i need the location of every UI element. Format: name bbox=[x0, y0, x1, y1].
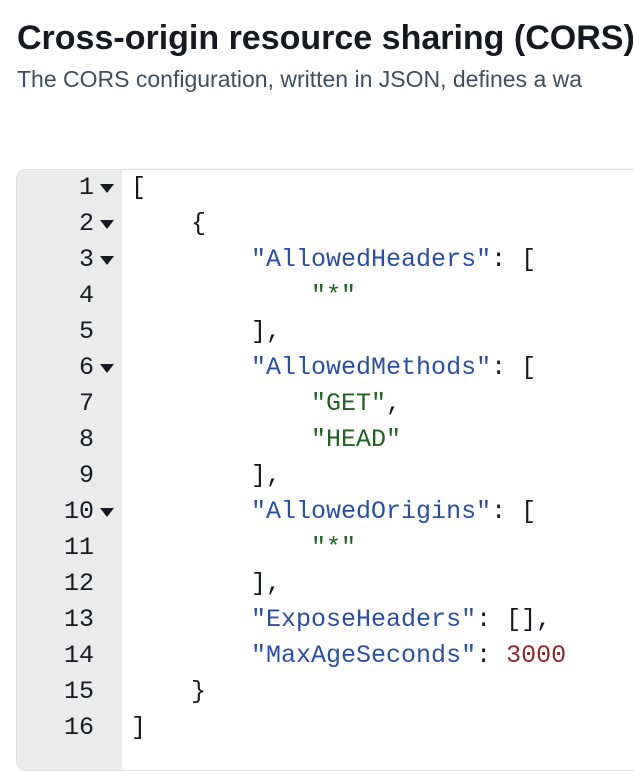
code-text: "*" bbox=[131, 278, 356, 314]
code-indent bbox=[131, 245, 251, 274]
json-punctuation: , bbox=[386, 389, 402, 418]
code-text: "MaxAgeSeconds": 3000 bbox=[131, 638, 566, 674]
code-line[interactable]: 8 "HEAD" bbox=[17, 422, 634, 458]
json-punctuation: [ bbox=[131, 173, 147, 202]
json-key: "AllowedHeaders" bbox=[251, 245, 492, 274]
json-punctuation: : [ bbox=[491, 497, 537, 526]
code-line[interactable]: 7 "GET", bbox=[17, 386, 634, 422]
json-punctuation: ], bbox=[251, 569, 282, 598]
line-number: 15 bbox=[63, 677, 94, 706]
code-line[interactable]: 10 "AllowedOrigins": [ bbox=[17, 494, 634, 530]
code-indent bbox=[131, 209, 191, 238]
line-number: 7 bbox=[78, 389, 94, 418]
line-number: 4 bbox=[78, 281, 94, 310]
json-punctuation: ], bbox=[251, 461, 282, 490]
code-text: ], bbox=[131, 566, 281, 602]
code-indent bbox=[131, 533, 311, 562]
code-indent bbox=[131, 569, 251, 598]
json-key: "MaxAgeSeconds" bbox=[251, 641, 477, 670]
code-indent bbox=[131, 641, 251, 670]
section-description: The CORS configuration, written in JSON,… bbox=[17, 66, 583, 92]
code-text: "*" bbox=[131, 530, 356, 566]
code-indent bbox=[131, 281, 311, 310]
code-line[interactable]: 3 "AllowedHeaders": [ bbox=[17, 242, 634, 278]
code-line[interactable]: 1[ bbox=[17, 170, 634, 206]
code-text: "GET", bbox=[131, 386, 401, 422]
code-line[interactable]: 2 { bbox=[17, 206, 634, 242]
code-text: "HEAD" bbox=[131, 422, 401, 458]
code-indent bbox=[131, 425, 311, 454]
json-punctuation: ] bbox=[131, 713, 147, 742]
line-number: 9 bbox=[78, 461, 94, 490]
json-key: "AllowedOrigins" bbox=[251, 497, 492, 526]
json-punctuation: ], bbox=[251, 317, 282, 346]
code-line[interactable]: 13 "ExposeHeaders": [], bbox=[17, 602, 634, 638]
json-punctuation: : [ bbox=[491, 245, 537, 274]
code-indent bbox=[131, 605, 251, 634]
line-number: 8 bbox=[78, 425, 94, 454]
json-punctuation: : [ bbox=[491, 353, 537, 382]
code-line[interactable]: 9 ], bbox=[17, 458, 634, 494]
code-line[interactable]: 14 "MaxAgeSeconds": 3000 bbox=[17, 638, 634, 674]
code-indent bbox=[131, 461, 251, 490]
json-string: "GET" bbox=[311, 389, 387, 418]
line-number: 13 bbox=[63, 605, 94, 634]
code-text: { bbox=[131, 206, 206, 242]
code-text: ], bbox=[131, 458, 281, 494]
code-line[interactable]: 16] bbox=[17, 710, 634, 746]
json-string: "*" bbox=[311, 533, 357, 562]
json-key: "AllowedMethods" bbox=[251, 353, 492, 382]
code-indent bbox=[131, 353, 251, 382]
code-line[interactable]: 4 "*" bbox=[17, 278, 634, 314]
line-number: 3 bbox=[78, 245, 94, 274]
code-text: ] bbox=[131, 710, 146, 746]
code-line[interactable]: 11 "*" bbox=[17, 530, 634, 566]
line-number: 12 bbox=[63, 569, 94, 598]
code-indent bbox=[131, 497, 251, 526]
fold-toggle-icon[interactable] bbox=[100, 220, 114, 229]
line-number: 10 bbox=[63, 497, 94, 526]
page-title: Cross-origin resource sharing (CORS) bbox=[17, 19, 634, 57]
code-text: [ bbox=[131, 170, 146, 206]
code-line[interactable]: 6 "AllowedMethods": [ bbox=[17, 350, 634, 386]
code-lines: 1[2 {3 "AllowedHeaders": [4 "*"5 ],6 "Al… bbox=[17, 170, 634, 746]
cors-json-editor[interactable]: 1[2 {3 "AllowedHeaders": [4 "*"5 ],6 "Al… bbox=[16, 169, 634, 771]
code-text: ], bbox=[131, 314, 281, 350]
fold-toggle-icon[interactable] bbox=[100, 184, 114, 193]
code-text: "AllowedMethods": [ bbox=[131, 350, 536, 386]
json-string: "HEAD" bbox=[311, 425, 402, 454]
line-number: 2 bbox=[78, 209, 94, 238]
code-line[interactable]: 12 ], bbox=[17, 566, 634, 602]
code-text: } bbox=[131, 674, 206, 710]
code-indent bbox=[131, 317, 251, 346]
line-number: 14 bbox=[63, 641, 94, 670]
json-punctuation: : [], bbox=[476, 605, 552, 634]
code-text: "ExposeHeaders": [], bbox=[131, 602, 551, 638]
line-number: 5 bbox=[78, 317, 94, 346]
code-line[interactable]: 5 ], bbox=[17, 314, 634, 350]
json-punctuation: : bbox=[476, 641, 507, 670]
fold-toggle-icon[interactable] bbox=[100, 256, 114, 265]
line-number: 1 bbox=[78, 173, 94, 202]
code-text: "AllowedOrigins": [ bbox=[131, 494, 536, 530]
code-line[interactable]: 15 } bbox=[17, 674, 634, 710]
code-text: "AllowedHeaders": [ bbox=[131, 242, 536, 278]
line-number: 16 bbox=[63, 713, 94, 742]
line-number: 11 bbox=[63, 533, 94, 562]
json-key: "ExposeHeaders" bbox=[251, 605, 477, 634]
line-number: 6 bbox=[78, 353, 94, 382]
code-indent bbox=[131, 677, 191, 706]
fold-toggle-icon[interactable] bbox=[100, 508, 114, 517]
json-string: "*" bbox=[311, 281, 357, 310]
json-number: 3000 bbox=[506, 641, 567, 670]
line-number-gutter bbox=[17, 170, 122, 770]
json-punctuation: { bbox=[191, 209, 207, 238]
fold-toggle-icon[interactable] bbox=[100, 364, 114, 373]
code-indent bbox=[131, 389, 311, 418]
json-punctuation: } bbox=[191, 677, 207, 706]
